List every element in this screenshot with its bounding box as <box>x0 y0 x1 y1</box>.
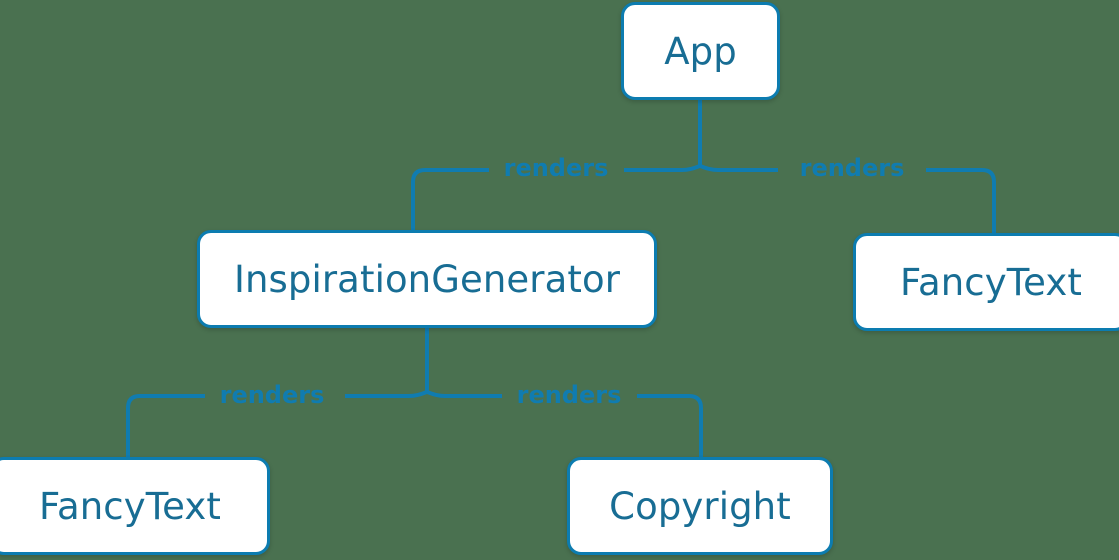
node-app[interactable]: App <box>621 2 780 100</box>
edge-app-to-fancytext-right <box>699 164 996 233</box>
node-app-label: App <box>664 29 737 73</box>
node-copyright-label: Copyright <box>609 484 791 528</box>
edge-app-to-inspirationgenerator <box>411 164 701 230</box>
node-fancytext-right[interactable]: FancyText <box>853 233 1119 331</box>
edge-label-renders-app-fancytext: renders <box>799 154 905 182</box>
node-inspiration-generator-label: InspirationGenerator <box>233 257 621 301</box>
node-fancytext-bottom-label: FancyText <box>39 484 221 528</box>
edge-label-renders-app-inspirationgenerator: renders <box>503 154 609 182</box>
node-fancytext-bottom[interactable]: FancyText <box>0 457 270 555</box>
edge-inspirationgenerator-to-copyright <box>426 390 703 457</box>
edge-label-renders-inspirationgenerator-fancytext: renders <box>219 381 325 409</box>
edge-inspirationgenerator-to-fancytext-bottom <box>126 390 428 457</box>
node-fancytext-right-label: FancyText <box>900 260 1082 304</box>
node-copyright[interactable]: Copyright <box>567 457 833 555</box>
node-inspiration-generator[interactable]: InspirationGenerator <box>197 230 657 328</box>
edge-label-renders-inspirationgenerator-copyright: renders <box>516 381 622 409</box>
